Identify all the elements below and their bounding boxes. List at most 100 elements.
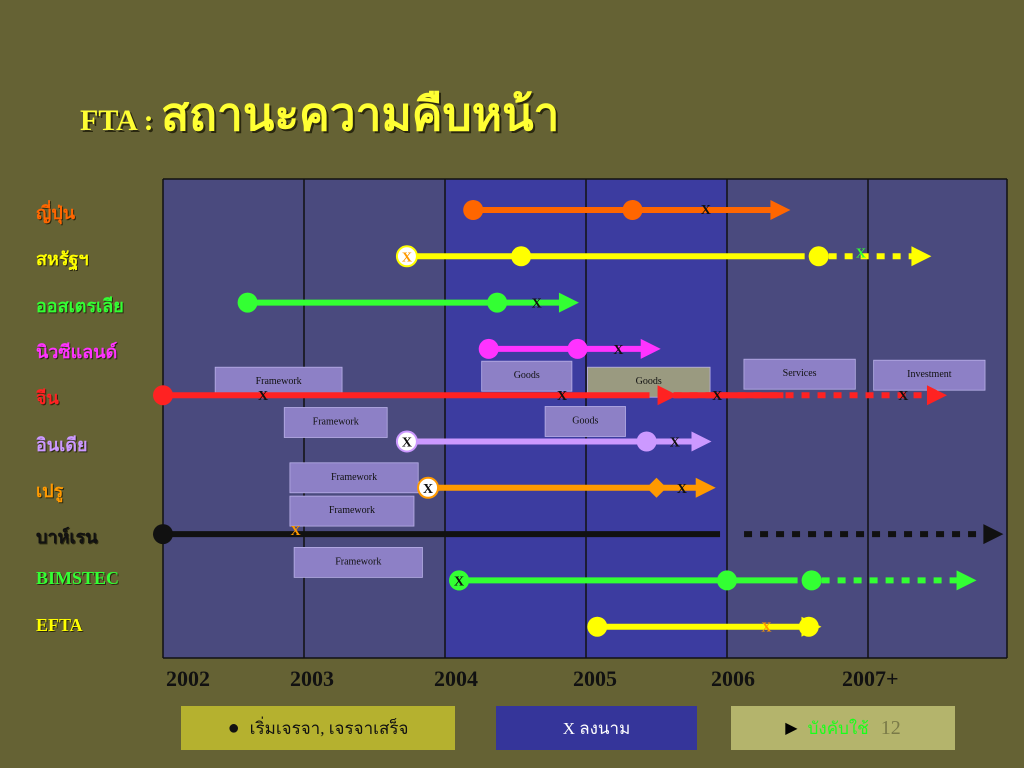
phase-box-label: Investment — [907, 369, 952, 380]
phase-box — [743, 358, 856, 390]
phase-box-label: Goods — [636, 376, 662, 387]
sign-marker — [395, 430, 418, 453]
phase-box-label: Framework — [329, 505, 375, 516]
timeline-row: X — [153, 524, 1004, 545]
phase-box-label: Framework — [331, 472, 377, 483]
arrow-head — [926, 385, 947, 406]
milestone-dot — [587, 616, 608, 637]
milestone-dot — [463, 200, 484, 220]
sign-x: X — [290, 524, 300, 539]
page-number: 12 — [880, 716, 901, 739]
phase-box — [293, 547, 423, 578]
milestone-dot — [636, 431, 657, 452]
country-label: BIMSTEC — [36, 568, 120, 589]
milestone-dot — [478, 338, 499, 359]
sign-marker — [449, 570, 470, 591]
sign-x: X — [613, 343, 623, 358]
phase-box-label: Goods — [514, 370, 540, 381]
bullet-icon: ● — [227, 716, 240, 739]
milestone-dot — [808, 246, 829, 267]
arrow-head — [695, 477, 716, 498]
country-label: ออสเตรเลีย — [36, 295, 124, 316]
phase-box-label: Services — [783, 368, 817, 379]
phase-box-label: Framework — [335, 556, 381, 567]
timeline-row: X — [237, 292, 579, 313]
sign-x: X — [712, 389, 722, 404]
legend-sign: X ลงนาม — [496, 706, 697, 750]
country-label: นิวซีแลนด์ — [36, 341, 118, 362]
title-prefix: FTA : — [80, 104, 162, 137]
sign-x: X — [532, 297, 542, 312]
phase-box — [544, 406, 626, 437]
arrow-head — [657, 385, 678, 406]
sign-x: X — [402, 250, 412, 265]
legend-start-finish: ● เริ่มเจรจา, เจรจาเสร็จ — [181, 706, 455, 750]
sign-x: X — [677, 482, 687, 497]
arrow-head — [956, 570, 977, 591]
year-label: 2006 — [711, 666, 755, 691]
milestone-dot — [237, 292, 258, 313]
milestone-dot — [153, 385, 173, 406]
phase-box-label: Framework — [256, 376, 302, 387]
year-label: 2004 — [434, 666, 478, 691]
milestone-dot — [622, 200, 643, 220]
sign-marker — [417, 476, 440, 499]
sign-x: X — [557, 389, 567, 404]
milestone-dot — [511, 246, 532, 267]
year-label: 2003 — [290, 666, 334, 691]
year-label: 2002 — [166, 666, 210, 691]
year-label: 2005 — [573, 666, 617, 691]
milestone-dot — [567, 338, 588, 359]
phase-box — [289, 462, 419, 494]
timeline-row: X — [449, 570, 977, 591]
milestone-dot — [487, 292, 508, 313]
milestone-diamond — [646, 477, 667, 498]
sign-x: X — [701, 203, 711, 218]
phase-box-label: Goods — [572, 416, 598, 427]
country-label: ญี่ปุ่น — [36, 203, 76, 223]
sign-x: X — [670, 436, 680, 451]
country-label: สหรัฐฯ — [36, 249, 89, 270]
arrow-head — [558, 292, 579, 313]
milestone-dot — [798, 616, 819, 637]
arrow-head — [640, 338, 661, 359]
arrow-head — [911, 246, 932, 267]
sign-x: X — [898, 389, 908, 404]
phase-box — [283, 407, 388, 438]
sign-x: X — [258, 389, 268, 404]
timeline-row: X — [463, 200, 791, 220]
legend-in-force: ▶ บังคับใช้ 12 — [731, 706, 955, 750]
sign-x: X — [402, 436, 412, 451]
country-label: อินเดีย — [36, 434, 88, 455]
sign-x: X — [454, 574, 464, 589]
milestone-dot — [153, 524, 173, 545]
country-label: บาห์เรน — [36, 527, 98, 548]
phase-box-label: Framework — [313, 417, 359, 428]
legend-start-finish-label: เริ่มเจรจา, เจรจาเสร็จ — [249, 718, 409, 738]
legend-in-force-label: บังคับใช้ — [807, 718, 869, 738]
title-main: สถานะความคืบหน้า — [161, 89, 560, 140]
phase-box — [481, 360, 573, 392]
arrow-head — [983, 524, 1004, 545]
timeline-row: X — [587, 616, 822, 637]
arrow-right-icon: ▶ — [785, 720, 798, 737]
arrow-head — [691, 431, 712, 452]
grid-column — [163, 179, 304, 658]
year-label: 2007+ — [842, 666, 899, 691]
sign-x: X — [856, 246, 866, 261]
grid-column — [868, 179, 1007, 658]
legend-sign-label: X ลงนาม — [562, 718, 631, 738]
arrow-head — [770, 200, 791, 220]
sign-x: X — [423, 482, 433, 497]
slide-title: FTA : สถานะความคืบหน้า — [80, 78, 559, 151]
country-label: เปรู — [36, 480, 64, 501]
milestone-dot — [717, 570, 737, 591]
timeline-row: X — [478, 338, 661, 359]
phase-box — [289, 495, 415, 527]
